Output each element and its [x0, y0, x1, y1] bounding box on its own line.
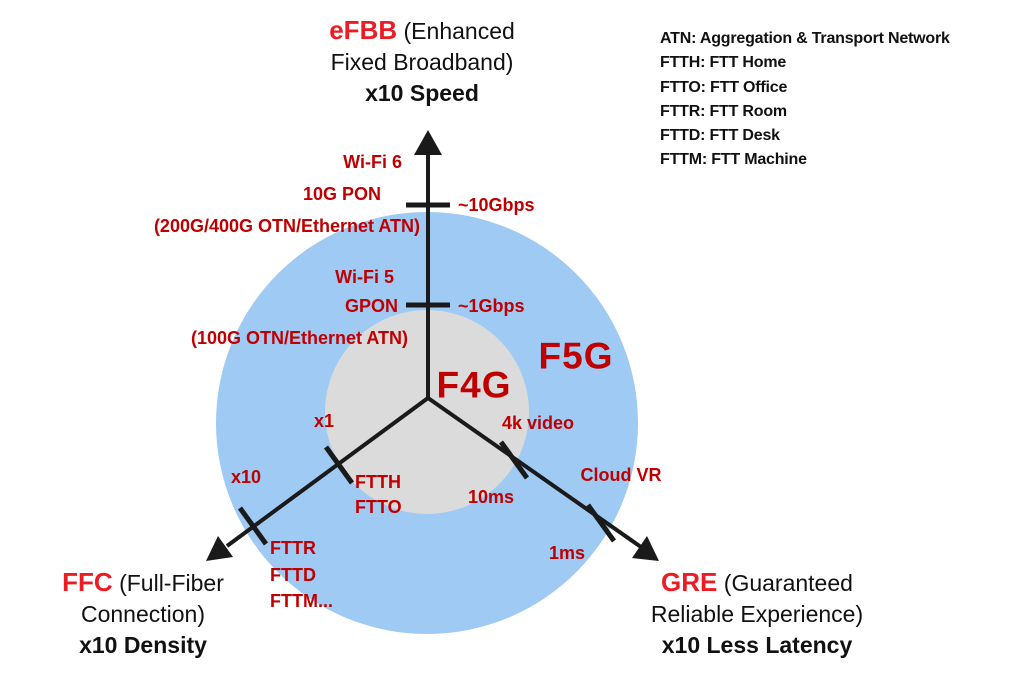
efbb-abbr: eFBB — [329, 15, 398, 45]
latency-outer-value: 1ms — [548, 543, 586, 563]
legend-line: FTTO: FTT Office — [660, 78, 788, 96]
latency-arrow-icon — [632, 536, 659, 561]
speed-tier1-wireless: Wi-Fi 5 — [335, 267, 394, 287]
gre-title-line1: GRE (Guaranteed — [651, 567, 863, 599]
ffc-expansion-end: Connection) — [80, 601, 206, 627]
density-outer-items: FTTR FTTD FTTM... — [270, 535, 333, 615]
gre-expansion-end: Reliable Experience) — [650, 601, 864, 627]
gre-abbr: GRE — [661, 567, 718, 597]
latency-axis-line — [426, 396, 643, 549]
density-axis-line — [225, 396, 430, 548]
speed-tier1-access: GPON — [344, 296, 398, 316]
ffc-metric: x10 Density — [79, 632, 207, 658]
density-outer-value: x10 — [230, 467, 262, 487]
ffc-axis-title: FFC (Full-Fiber Connection) x10 Density — [62, 567, 224, 661]
ffc-title-line1: FFC (Full-Fiber — [62, 567, 224, 599]
density-tick-x1 — [323, 445, 355, 485]
density-tick-x10 — [237, 506, 269, 546]
gre-axis-title: GRE (Guaranteed Reliable Experience) x10… — [651, 567, 863, 661]
f4g-label: F4G — [436, 364, 512, 406]
latency-outer-app: Cloud VR — [580, 465, 662, 485]
density-outer-item: FTTM... — [270, 591, 333, 611]
legend-line: ATN: Aggregation & Transport Network — [660, 30, 950, 47]
speed-tier2-wireless: Wi-Fi 6 — [343, 152, 402, 172]
ffc-abbr: FFC — [62, 567, 113, 597]
abbreviation-legend: ATN: Aggregation & Transport Network FTT… — [660, 27, 950, 173]
efbb-expansion-start: (Enhanced — [397, 18, 515, 44]
efbb-axis-title: eFBB (Enhanced Fixed Broadband) x10 Spee… — [329, 15, 515, 109]
legend-line: FTTH: FTT Home — [660, 54, 787, 72]
density-outer-item: FTTR — [270, 538, 316, 558]
density-inner-item: FTTH — [355, 472, 401, 492]
density-inner-items: FTTH FTTO — [355, 470, 402, 520]
speed-tier1-transport: (100G OTN/Ethernet ATN) — [190, 328, 408, 348]
f5g-label: F5G — [538, 335, 614, 377]
speed-tier2-rate: ~10Gbps — [458, 195, 535, 215]
gre-metric: x10 Less Latency — [661, 632, 853, 658]
latency-tick-10ms — [498, 440, 530, 480]
latency-inner-app: 4k video — [501, 413, 575, 433]
density-arrow-icon — [206, 536, 233, 561]
legend-line: FTTM: FTT Machine — [660, 151, 807, 169]
gre-expansion-start: (Guaranteed — [717, 570, 853, 596]
density-inner-value: x1 — [313, 411, 335, 431]
speed-tier1-rate: ~1Gbps — [458, 296, 525, 316]
density-outer-item: FTTD — [270, 564, 316, 585]
efbb-title-line1: eFBB (Enhanced — [329, 15, 515, 47]
ffc-expansion-start: (Full-Fiber — [112, 570, 224, 596]
efbb-metric: x10 Speed — [365, 80, 479, 106]
legend-line: FTTD: FTT Desk — [660, 127, 780, 145]
efbb-expansion-end: Fixed Broadband) — [330, 49, 514, 75]
legend-line: FTTR: FTT Room — [660, 102, 787, 120]
latency-inner-value: 10ms — [467, 487, 515, 507]
latency-tick-1ms — [585, 503, 617, 543]
speed-arrow-icon — [414, 130, 442, 155]
speed-tier2-access: 10G PON — [302, 184, 381, 204]
speed-tier2-transport: (200G/400G OTN/Ethernet ATN) — [153, 216, 420, 236]
density-inner-item: FTTO — [355, 497, 402, 517]
